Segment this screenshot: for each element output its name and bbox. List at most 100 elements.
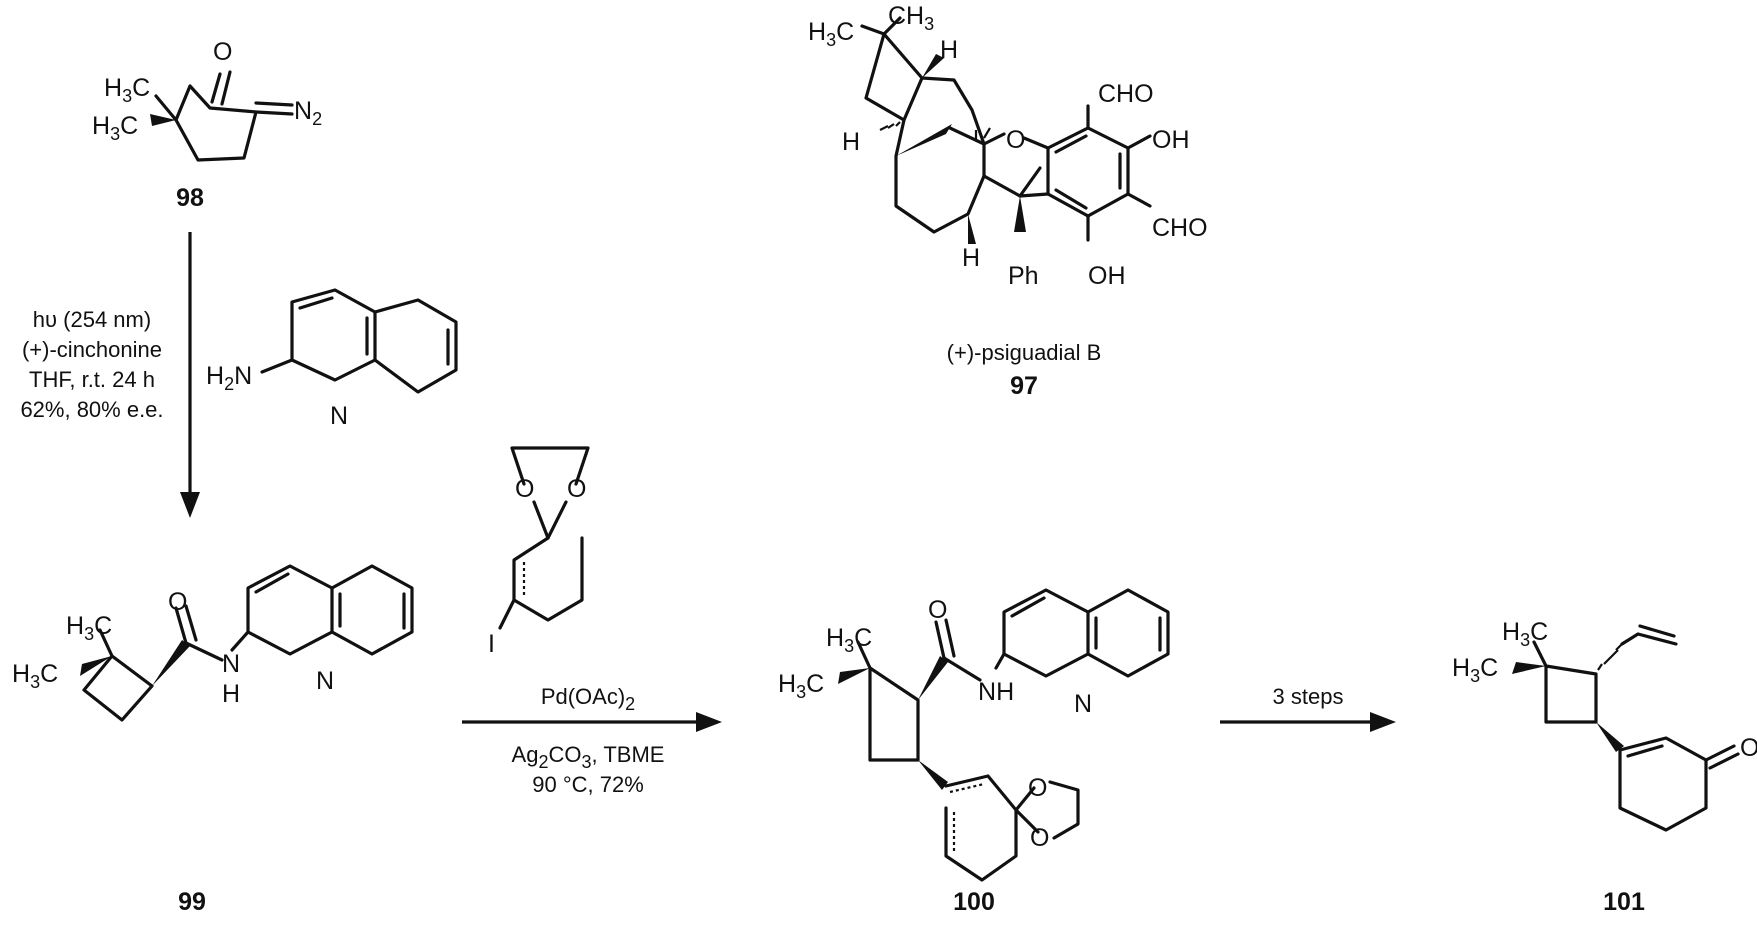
cyclohexenone-wedge xyxy=(1596,722,1624,752)
cyclobutane-ring xyxy=(868,666,920,762)
ether-bond-2 xyxy=(1022,136,1050,150)
compound-100-label: 100 xyxy=(953,888,995,916)
step1-condition-4: 62%, 80% e.e. xyxy=(20,397,163,422)
dioxolane-ring xyxy=(510,446,590,486)
oh-bond xyxy=(1126,134,1152,150)
cyclobutane-ring xyxy=(864,32,924,122)
atom-O: O xyxy=(1006,126,1025,154)
compound-98-ring xyxy=(174,84,258,162)
aromatic-double-1 xyxy=(1054,134,1088,154)
compound-99: N O N H H3C H3C 99 xyxy=(12,564,414,916)
carbonyl-bond-2 xyxy=(944,618,956,658)
compound-101-label: 101 xyxy=(1603,888,1645,916)
ether-bond xyxy=(982,132,1006,146)
carbonyl-bond-2 xyxy=(184,604,198,642)
ketone-bond xyxy=(1704,744,1736,762)
amide-bond xyxy=(184,641,224,662)
atom-N: N xyxy=(1074,690,1092,718)
aminoquinoline-reagent: N H2N xyxy=(206,288,458,430)
bridge-bond xyxy=(948,126,986,146)
junction-hash xyxy=(974,127,991,145)
atom-H: H xyxy=(842,128,860,156)
atom-N: N xyxy=(330,402,348,430)
aromatic-double-3 xyxy=(1054,188,1088,210)
dioxolane-ring xyxy=(1048,780,1080,840)
vinyl-iodide-reagent: O O I xyxy=(488,446,590,658)
methyl-wedge xyxy=(80,656,112,676)
compound-97-name: (+)-psiguadial B xyxy=(947,340,1102,365)
atom-H3C-top: H3C xyxy=(1502,618,1548,650)
compound-97: H3C CH3 H H O CHO OH CHO OH Ph H (+)-psi… xyxy=(808,2,1208,400)
nh-bond xyxy=(230,630,250,652)
atom-CHO-right: CHO xyxy=(1152,214,1208,242)
compound-99-label: 99 xyxy=(178,888,206,916)
atom-N-mask xyxy=(314,668,340,694)
h-wedge-2 xyxy=(968,214,976,244)
vinyl-bonds xyxy=(1620,632,1678,646)
quinoline-double-1 xyxy=(254,572,290,594)
bridge-bonds xyxy=(920,76,986,146)
cyclohexene-ring xyxy=(944,774,1018,882)
compound-98: O N2 H3C H3C 98 xyxy=(92,38,322,212)
aromatic-ring xyxy=(1046,126,1130,218)
atom-CH3: CH3 xyxy=(888,2,934,34)
amide-wedge xyxy=(918,656,948,700)
atom-N-mask xyxy=(1072,690,1098,716)
diazo-bond-2 xyxy=(254,101,294,107)
atom-O: O xyxy=(567,475,586,503)
step3-arrowhead xyxy=(1370,712,1396,732)
carbonyl-bond-2 xyxy=(210,72,222,104)
atom-OH-bottom: OH xyxy=(1088,262,1126,290)
compound-100: O O N O NH H3C H3C 100 xyxy=(778,588,1170,916)
methyl-bond xyxy=(856,640,872,670)
step2-reagent-c: 90 °C, 72% xyxy=(532,772,644,797)
benzylic-bond xyxy=(1018,192,1050,198)
atom-H3C-bottom: H3C xyxy=(12,660,58,692)
step2-reagent-a: Pd(OAc)2 xyxy=(541,684,635,714)
atom-H: H xyxy=(940,36,958,64)
step2-reagent-b: Ag2CO3, TBME xyxy=(512,742,665,772)
bridge-wedge xyxy=(896,124,952,156)
vinyl-hash xyxy=(1597,641,1625,671)
methyl-bond xyxy=(154,94,178,122)
aminoquinoline-double-1 xyxy=(298,296,334,310)
atom-N: N xyxy=(316,667,334,695)
amide-wedge xyxy=(152,640,190,686)
atom-O: O xyxy=(1740,734,1757,762)
diazo-bond xyxy=(254,110,294,116)
methyl-bond-2 xyxy=(882,16,902,36)
cyclohexenone-ring xyxy=(1618,736,1708,832)
atom-O: O xyxy=(213,38,232,66)
methyl-bond xyxy=(98,628,114,658)
cyclohexene-wedge xyxy=(918,760,948,790)
atom-H3C-top: H3C xyxy=(826,624,872,656)
atom-H: H xyxy=(962,244,980,272)
nh-bond xyxy=(994,652,1006,670)
ketone-bond-2 xyxy=(1708,752,1740,770)
methyl-bond xyxy=(1532,640,1548,668)
atom-N2: N2 xyxy=(294,97,322,129)
atom-H3C-bottom: H3C xyxy=(92,112,138,144)
methyl-bond xyxy=(860,24,886,36)
atom-NH: NH xyxy=(978,678,1014,706)
step1: hυ (254 nm) (+)-cinchonine THF, r.t. 24 … xyxy=(20,232,200,518)
pyran-bonds xyxy=(982,166,1042,198)
quinoline-ring-a xyxy=(246,564,334,656)
iodide-bond xyxy=(498,598,516,630)
cho-bond-2 xyxy=(1126,192,1152,208)
carbonyl-bond xyxy=(174,606,188,645)
step1-arrowhead xyxy=(180,492,200,518)
atom-H2N: H2N xyxy=(206,362,252,394)
atom-Ph: Ph xyxy=(1008,262,1039,290)
step2-arrowhead xyxy=(696,712,722,732)
quinoline-ring-b xyxy=(1086,588,1170,678)
atom-H3C-bottom: H3C xyxy=(778,670,824,702)
aminoquinoline-ring-b xyxy=(373,298,458,394)
dioxolane-bonds xyxy=(532,500,568,540)
carbonyl-bond xyxy=(220,70,232,106)
atom-H3C-top: H3C xyxy=(104,74,150,106)
atom-O: O xyxy=(1030,824,1049,852)
h-wedge xyxy=(922,54,944,78)
h-hash xyxy=(879,121,901,131)
